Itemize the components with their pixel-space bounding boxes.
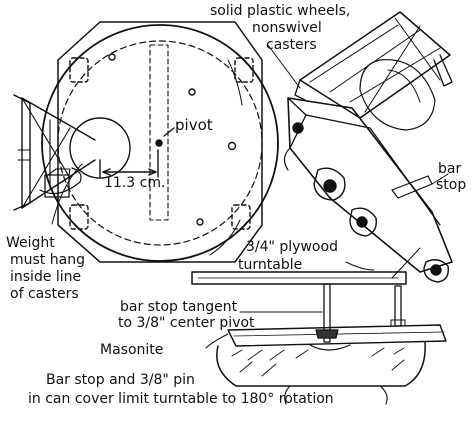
wheels-label-line1: solid plastic wheels, — [210, 3, 351, 19]
pivot-label: pivot — [175, 116, 213, 134]
weight-label-line1: Weight — [6, 235, 55, 251]
weight-label-line3: inside line — [10, 269, 82, 285]
caption-line1: Bar stop and 3/8" pin — [46, 372, 195, 388]
caption-line2: in can cover limit turntable to 180° rot… — [28, 391, 334, 407]
telescope-top-view — [13, 94, 96, 211]
plywood-label-line2: turntable — [238, 257, 303, 273]
telescope-perspective-view — [267, 11, 453, 283]
masonite-label: Masonite — [100, 342, 164, 358]
section-view — [191, 247, 447, 405]
bar-stop-label-line1: bar — [438, 161, 462, 177]
bar-stop-label-line2: stop — [436, 177, 467, 193]
distance-label: 11.3 cm. — [104, 175, 166, 191]
weight-label-line2: must hang — [10, 252, 85, 268]
turntable-top-view — [41, 21, 279, 263]
bar-stop-tangent-line1: bar stop tangent — [120, 299, 238, 315]
wheels-label-line3: casters — [266, 37, 317, 53]
weight-label-line4: of casters — [10, 286, 79, 302]
wheels-label-line2: nonswivel — [252, 20, 322, 36]
weight-leader — [51, 163, 83, 225]
plywood-label-line1: 3/4" plywood — [246, 239, 338, 255]
bar-stop-tangent-line2: to 3/8" center pivot — [118, 315, 255, 331]
